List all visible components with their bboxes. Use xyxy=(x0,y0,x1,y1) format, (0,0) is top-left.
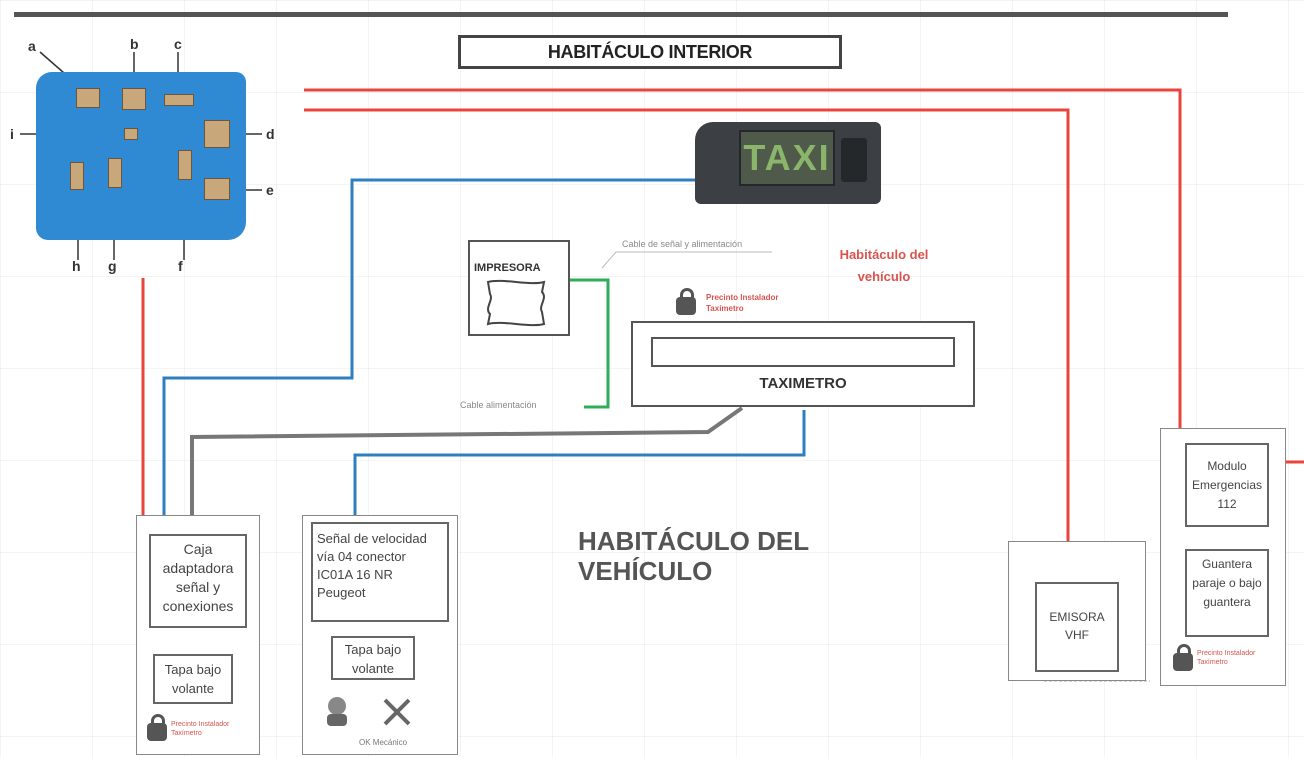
fuse-label-g: g xyxy=(108,258,117,274)
precinto-caja-label: Precinto Instalador Taxímetro xyxy=(171,721,230,737)
fuse-label-i: i xyxy=(10,126,14,142)
printer-cable-leader xyxy=(601,251,772,269)
fuse-e xyxy=(204,178,230,200)
fuse-label-c: c xyxy=(174,36,182,52)
emisora-outer-box: EMISORA VHF xyxy=(1008,541,1146,681)
lock-icon-taximetro xyxy=(676,288,696,315)
printer-cable-label: Cable de señal y alimentación xyxy=(622,239,743,249)
fuse-g xyxy=(108,158,122,188)
ok-mecanico-label: OK Mecánico xyxy=(359,738,408,747)
fuse-label-e: e xyxy=(266,182,274,198)
guantera-box: Guantera paraje o bajo guantera xyxy=(1185,549,1269,637)
lock-icon-modulo xyxy=(1173,644,1193,671)
top-border-line xyxy=(14,12,1228,17)
gray-wire-taximetro-caja xyxy=(190,406,744,515)
habitaculo-big-line-2: VEHÍCULO xyxy=(578,556,713,586)
modulo-panel: Modulo Emergencias 112 Guantera paraje o… xyxy=(1160,428,1286,686)
green-wire-printer xyxy=(570,278,610,409)
fuse-label-b: b xyxy=(130,36,139,52)
fuse-label-d: d xyxy=(266,126,275,142)
taxi-sign-window: TAXI xyxy=(739,130,835,186)
fuse-label-a: a xyxy=(28,38,36,54)
taximetro-display xyxy=(651,337,955,367)
fuse-h xyxy=(70,162,84,190)
taxi-roof-sign: TAXI xyxy=(695,122,881,204)
habitaculo-vehiculo-red-label: Habitáculo del vehículo xyxy=(839,247,929,284)
title-habitaculo-interior: HABITÁCULO INTERIOR xyxy=(458,35,842,69)
caja-adaptadora-panel: Caja adaptadora señal y conexiones Tapa … xyxy=(136,515,260,755)
power-cable-label: Cable alimentación xyxy=(460,400,537,410)
lock-icon-caja xyxy=(147,714,167,741)
habitaculo-del-vehiculo-big-label: HABITÁCULO DEL VEHÍCULO xyxy=(578,526,809,586)
senal-velocidad-box: Señal de velocidad vía 04 conector IC01A… xyxy=(311,522,449,622)
printer-label: IMPRESORA xyxy=(474,262,541,274)
red-wire-to-module xyxy=(304,88,1182,428)
modulo-emergencias-box: Modulo Emergencias 112 xyxy=(1185,443,1269,527)
habitaculo-big-line-1: HABITÁCULO DEL xyxy=(578,526,810,556)
printer-box: IMPRESORA xyxy=(468,240,570,336)
precinto-taximetro-label: Precinto Instalador Taxímetro xyxy=(706,293,779,313)
fuse-label-f: f xyxy=(178,258,183,274)
tapa-bajo-volante-box-1: Tapa bajo volante xyxy=(153,654,233,704)
wrench-screwdriver-icon xyxy=(383,698,411,726)
taximetro-box: TAXIMETRO xyxy=(631,321,975,407)
precinto-modulo-label: Precinto Instalador Taxímetro xyxy=(1197,650,1256,666)
fuse-box xyxy=(36,72,246,240)
fuse-label-h: h xyxy=(72,258,81,274)
fuse-a xyxy=(76,88,100,108)
fuse-b xyxy=(122,88,146,110)
fuse-c xyxy=(164,94,194,106)
paper-icon xyxy=(486,279,546,327)
blue-wire-taximetro-senal xyxy=(353,410,806,515)
red-wire-to-emisora xyxy=(304,108,1070,541)
taxi-sign-side-panel xyxy=(841,138,867,182)
fuse-f xyxy=(178,150,192,180)
fuse-d xyxy=(204,120,230,148)
senal-velocidad-panel: Señal de velocidad vía 04 conector IC01A… xyxy=(302,515,458,755)
emisora-box: EMISORA VHF xyxy=(1035,582,1119,672)
caja-adaptadora-box: Caja adaptadora señal y conexiones xyxy=(149,534,247,628)
taximetro-label: TAXIMETRO xyxy=(759,375,847,392)
tapa-bajo-volante-box-2: Tapa bajo volante xyxy=(331,636,415,680)
fuse-i xyxy=(124,128,138,140)
blue-wire-taxi-sign xyxy=(162,178,700,515)
mechanic-icon xyxy=(327,697,347,726)
